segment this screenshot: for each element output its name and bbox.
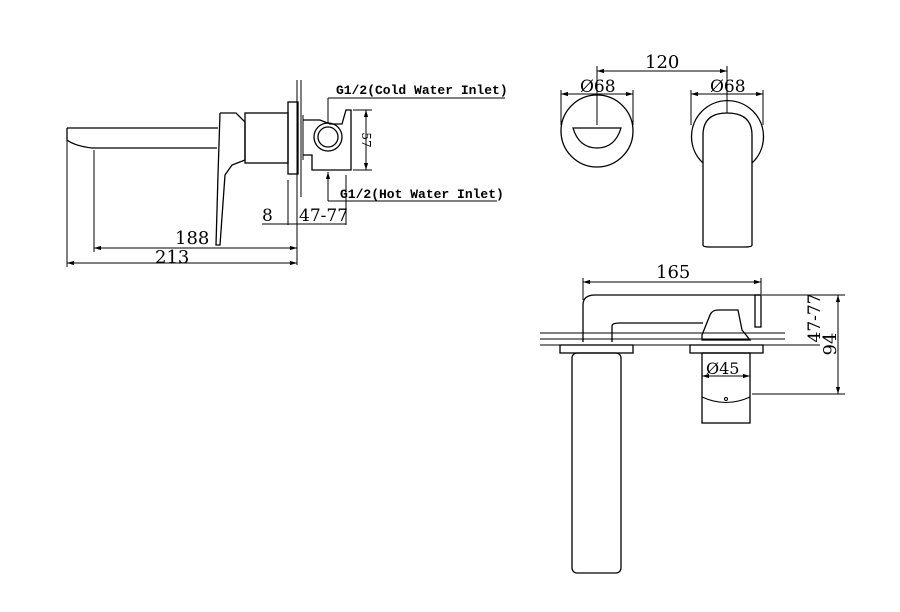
wall-plate [287, 101, 299, 175]
hot-inlet-label: G1/2(Hot Water Inlet) [340, 187, 504, 202]
valve-plate [689, 344, 764, 354]
dim-213: 213 [155, 247, 189, 268]
dim-45: Ø45 [706, 359, 739, 378]
cartridge-curve [701, 396, 751, 403]
wall-lines [296, 80, 304, 197]
lever-end [754, 294, 762, 328]
wall-tiles [540, 332, 785, 346]
ext-lines-left [66, 140, 95, 267]
dim-right-68: Ø68 [710, 77, 746, 97]
spout-side [66, 127, 218, 149]
cold-leader [327, 97, 505, 124]
hot-leader [328, 172, 497, 202]
dim-188: 188 [175, 228, 209, 249]
spout-tube [571, 352, 622, 574]
dim-8: 8 [262, 206, 273, 226]
lever-side [215, 112, 246, 246]
cartridge-screw [724, 397, 728, 401]
inlet-bore [317, 126, 339, 148]
top-view: 165 47-77 94 Ø45 [540, 262, 845, 574]
dim-165: 165 [656, 262, 690, 283]
dim-57: 57 [359, 132, 373, 147]
dim-top-47-77: 47-77 [805, 293, 825, 342]
ext-57 [353, 109, 372, 171]
dim-left-68: Ø68 [580, 77, 616, 97]
ext-top [582, 278, 845, 395]
ext-lines [287, 175, 347, 265]
valve-top [701, 309, 752, 341]
spout-outlet [572, 127, 622, 149]
spout-body-top [582, 294, 760, 342]
dim-120: 120 [645, 52, 679, 73]
dim-94: 94 [820, 333, 841, 356]
handle-front [702, 112, 753, 248]
inlet-body [303, 109, 352, 171]
dim-47-77: 47-77 [299, 206, 348, 226]
valve-body [244, 112, 289, 164]
cold-inlet-label: G1/2(Cold Water Inlet) [336, 83, 508, 98]
front-view: 120 Ø68 Ø68 [560, 52, 765, 248]
cartridge [701, 352, 751, 424]
spout-plate [559, 344, 634, 354]
side-view: G1/2(Cold Water Inlet) G1/2(Hot Water In… [66, 80, 508, 268]
